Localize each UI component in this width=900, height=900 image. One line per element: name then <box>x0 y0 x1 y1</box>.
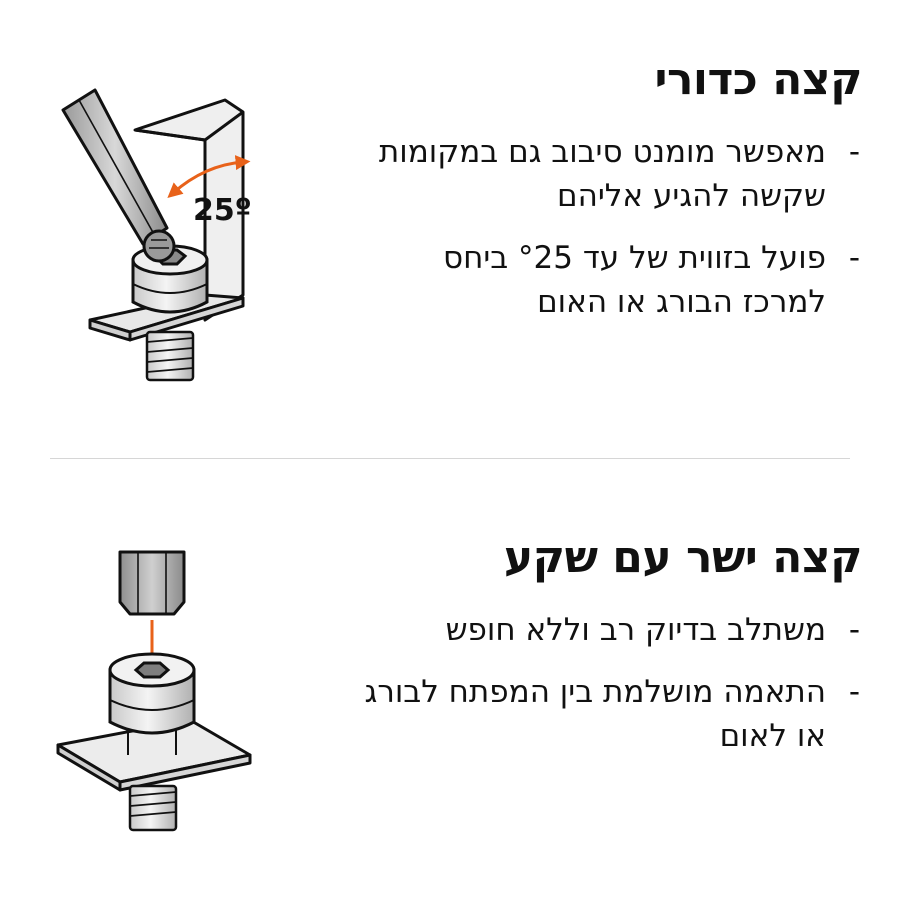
bolt-thread <box>128 784 178 832</box>
ball-end-bullets: - מאפשר מומנט סיבוב גם במקומות שקשה להגי… <box>302 130 862 324</box>
ball-end-title: קצה כדורי <box>654 54 862 105</box>
angle-label: 25º <box>193 193 252 228</box>
bullet-text: מאפשר מומנט סיבוב גם במקומות שקשה להגיע … <box>378 134 826 214</box>
list-item: - מאפשר מומנט סיבוב גם במקומות שקשה להגי… <box>302 130 862 218</box>
straight-end-title: קצה ישר עם שקע <box>503 532 863 583</box>
straight-end-bullets: - משתלב בדיוק רב וללא חופש - התאמה מושלמ… <box>302 608 862 758</box>
socket-cap-screw <box>131 244 209 314</box>
bullet-dash: - <box>848 612 860 648</box>
base-plate <box>56 718 252 792</box>
socket-cap-screw <box>108 652 196 755</box>
bullet-text: משתלב בדיוק רב וללא חופש <box>445 612 826 648</box>
section-divider <box>50 458 850 459</box>
ball-end-hex-key-illustration: 25º <box>55 70 285 400</box>
straight-key <box>118 550 186 616</box>
list-item: - התאמה מושלמת בין המפתח לבורג או לאום <box>302 670 862 758</box>
bullet-dash: - <box>848 134 860 170</box>
straight-end-drawing <box>56 550 252 832</box>
ball-end-drawing: 25º <box>61 88 252 382</box>
list-item: - משתלב בדיוק רב וללא חופש <box>302 608 862 652</box>
bullet-text: התאמה מושלמת בין המפתח לבורג או לאום <box>364 674 826 754</box>
bolt-thread <box>145 330 195 382</box>
bullet-text: פועל בזווית של עד °25 ביחס למרכז הבורג א… <box>442 240 826 320</box>
ball-end-key <box>61 88 176 263</box>
straight-hex-key-illustration <box>50 540 260 840</box>
straight-end-text: קצה ישר עם שקע - משתלב בדיוק רב וללא חופ… <box>302 530 863 776</box>
bullet-dash: - <box>848 240 860 276</box>
ball-end-section: 25º קצה כדורי - מאפשר מומנט סיבוב גם במק… <box>55 52 863 400</box>
ball-end-text: קצה כדורי - מאפשר מומנט סיבוב גם במקומות… <box>302 52 863 342</box>
straight-end-section: קצה ישר עם שקע - משתלב בדיוק רב וללא חופ… <box>0 460 900 900</box>
list-item: - פועל בזווית של עד °25 ביחס למרכז הבורג… <box>302 236 862 324</box>
angle-arc <box>167 155 251 198</box>
bullet-dash: - <box>848 674 860 710</box>
